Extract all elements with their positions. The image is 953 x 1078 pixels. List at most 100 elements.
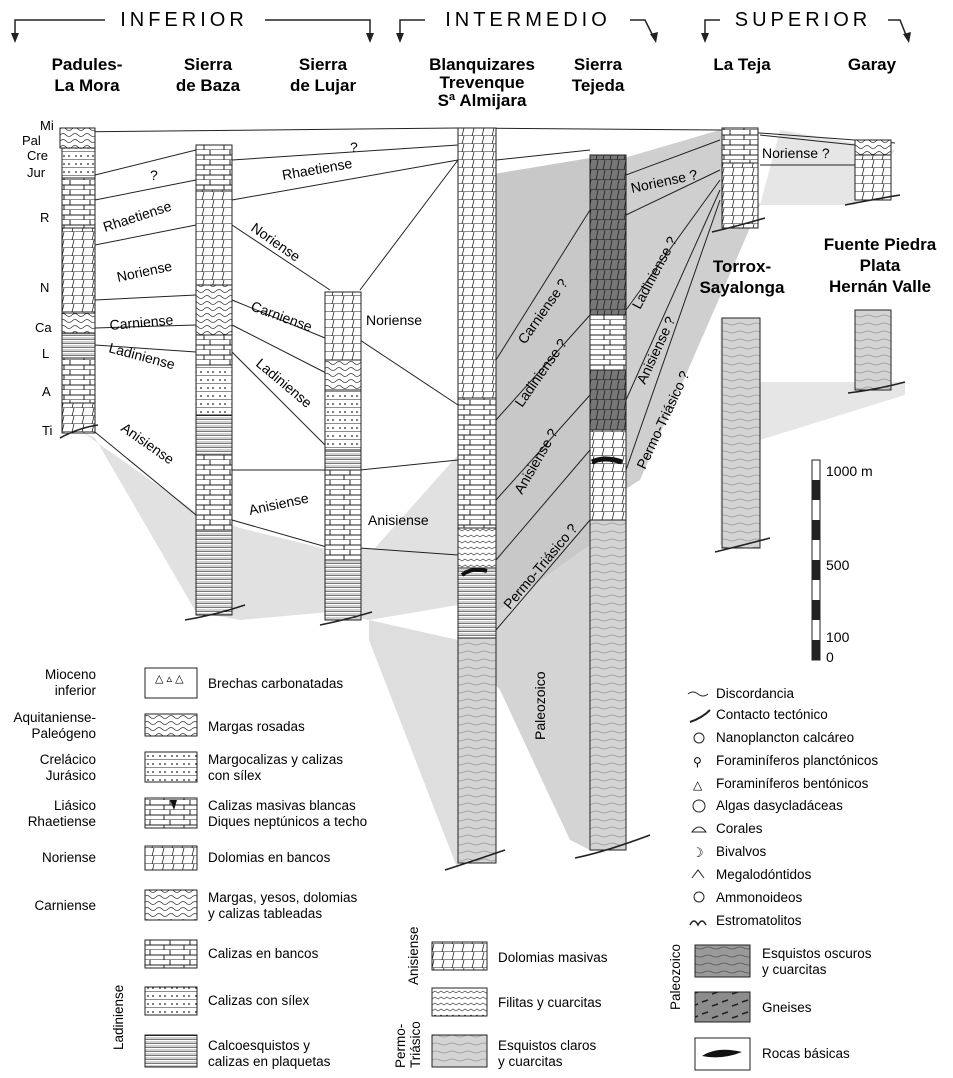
title-padules-1: Padules- [52,55,123,74]
title-fuente-2: Plata [860,256,901,275]
scale-100: 100 [826,629,850,645]
title-garay: Garay [848,55,897,74]
legend-contacto: Contacto tectónico [716,707,828,722]
legend-calcoesquistos-2: calizas en plaquetas [208,1054,331,1069]
legend-age-liasico-2: Rhaetiense [28,814,96,829]
legend-margocalizas-1: Margocalizas y calizas [208,752,343,767]
title-baza-2: de Baza [176,76,241,95]
abbr-l: L [42,346,49,361]
legend-corales: Corales [716,821,763,836]
legend-age-mioceno-1: Mioceno [45,667,96,682]
legend-rocas-basicas: Rocas básicas [762,1046,850,1061]
legend-foram-bent: Foraminíferos bentónicos [716,776,869,791]
legend-lithology-middle: Dolomias masivas Filitas y cuarcitas Esq… [393,926,608,1069]
legend-brechas: Brechas carbonatadas [208,676,343,691]
group-inferior-label: INFERIOR [120,9,248,31]
abbr-mi: Mi [40,118,54,133]
legend-esquistos-claros-1: Esquistos claros [498,1038,597,1053]
group-superior-header: SUPERIOR [701,9,911,43]
title-baza-1: Sierra [184,55,233,74]
legend-margas-yesos-1: Margas, yesos, dolomias [208,890,358,905]
legend-calizas-silex: Calizas con sílex [208,993,310,1008]
label-question-1: ? [150,167,158,183]
svg-text:⚲: ⚲ [693,755,702,769]
legend-esquistos-oscuros-2: y cuarcitas [762,962,827,977]
abbr-jur: Jur [27,165,46,180]
legend-estromatolitos: Estromatolitos [716,913,802,928]
title-tejeda-1: Sierra [574,55,623,74]
legend-calcoesquistos-1: Calcoesquistos y [208,1038,310,1053]
abbr-a: A [42,384,51,399]
abbr-cre: Cre [27,148,48,163]
legend-symbols: Discordancia Contacto tectónico Nanoplan… [688,686,878,928]
label-carniense-a: Carniense [109,311,174,333]
label-anisiense-a: Anisiense [118,419,177,467]
group-intermedio-label: INTERMEDIO [445,9,611,31]
scale-1000: 1000 m [826,463,873,479]
abbr-pal: Pal [22,133,41,148]
abbr-ti: Ti [42,423,52,438]
group-superior-label: SUPERIOR [735,9,871,31]
label-anisiense-c: Anisiense [368,512,429,528]
legend-age-cretacico-2: Jurásico [46,768,96,783]
label-rhaetiense-b: Rhaetiense [281,155,354,183]
legend-nanoplancton: Nanoplancton calcáreo [716,730,854,745]
legend-calizas-masivas-2: Diques neptúnicos a techo [208,814,367,829]
label-noriense-a: Noriense [115,258,173,285]
title-blanquizares-2: Trevenque [439,73,524,92]
label-question-2: ? [350,139,358,155]
title-blanquizares-1: Blanquizares [429,55,535,74]
legend-discordancia: Discordancia [716,686,795,701]
svg-text:△: △ [693,778,703,792]
legend-age-liasico-1: Liásico [54,798,96,813]
label-noriense-c: Noriense [366,312,422,328]
scale-500: 500 [826,557,850,573]
legend-megalodontidos: Megalodóntidos [716,867,812,882]
label-carniense-b: Carniense [249,298,315,335]
legend-lithology-left: △ ▵ △ Mioceno inferior Brechas carbonata… [13,667,367,1069]
title-padules-2: La Mora [54,76,120,95]
column-fuente-piedra [848,310,905,393]
legend-esquistos-oscuros-1: Esquistos oscuros [762,946,872,961]
legend-calizas-masivas-1: Calizas masivas blancas [208,798,356,813]
legend-algas: Algas dasycladáceas [716,798,843,813]
title-tejeda-2: Tejeda [572,76,625,95]
legend-age-carniense: Carniense [34,898,96,913]
title-lujar-1: Sierra [299,55,348,74]
abbr-r: R [40,210,49,225]
label-paleozoico: Paleozoico [532,671,548,740]
legend-age-permo-1: Permo- [393,1024,408,1068]
legend-gneises: Gneises [762,1000,812,1015]
label-noriense-e: Noriense ? [762,145,830,161]
legend-age-aquitaniense-1: Aquitaniense- [13,710,96,725]
abbr-ca: Ca [35,320,52,335]
legend-calizas-bancos: Calizas en bancos [208,946,319,961]
title-torrox-1: Torrox- [713,257,771,276]
legend-age-paleozoico: Paleozoico [668,944,683,1010]
legend-dolomias-masivas: Dolomias masivas [498,950,608,965]
legend-foram-planct: Foraminíferos planctónicos [716,753,878,768]
legend-age-permo-2: Triásico [408,1021,423,1068]
title-lujar-2: de Lujar [290,76,357,95]
label-ladiniense-a: Ladiniense [107,339,177,372]
legend-age-aquitaniense-2: Paleógeno [31,726,96,741]
title-torrox-2: Sayalonga [699,278,785,297]
thickness-scale: 1000 m 500 100 0 [812,460,873,665]
legend-ammonoideos: Ammonoideos [716,890,803,905]
legend-age-noriense: Noriense [42,850,96,865]
title-fuente-3: Hernán Valle [829,277,931,296]
column-padules [60,128,98,438]
legend-age-mioceno-2: inferior [55,683,97,698]
label-noriense-b: Noriense [248,219,303,264]
legend-dolomias-bancos: Dolomias en bancos [208,850,331,865]
legend-margas-rosadas: Margas rosadas [208,719,305,734]
label-rhaetiense-a: Rhaetiense [101,198,174,235]
svg-text:☽: ☽ [692,845,704,860]
title-fuente-1: Fuente Piedra [824,235,937,254]
age-abbreviations: Mi Pal Cre Jur R N Ca L A Ti [22,118,54,438]
legend-margas-yesos-2: y calizas tableadas [208,906,322,921]
svg-text:△ ▵ △: △ ▵ △ [155,673,184,685]
label-anisiense-b: Anisiense [247,490,310,518]
group-intermedio-header: INTERMEDIO [396,9,658,43]
